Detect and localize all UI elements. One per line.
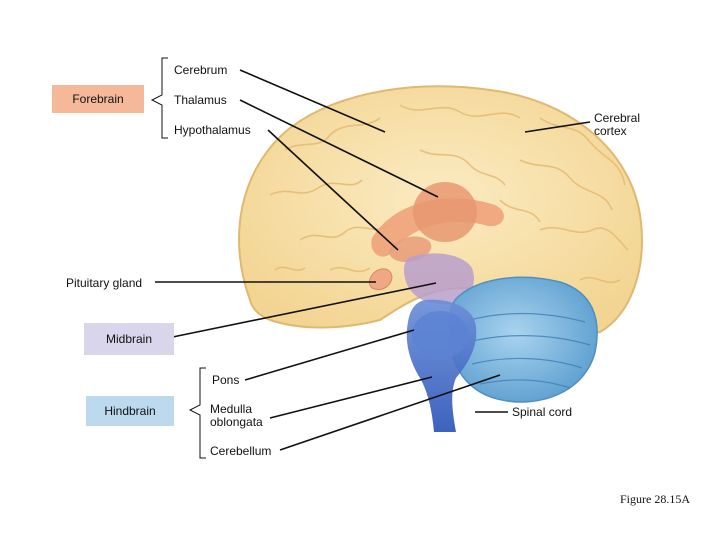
hypothalamus-label: Hypothalamus xyxy=(174,123,251,137)
hindbrain-label: Hindbrain xyxy=(104,404,156,418)
pons-label: Pons xyxy=(212,373,240,387)
forebrain-bracket xyxy=(150,57,168,139)
cerebral-cortex-line2: cortex xyxy=(594,124,627,138)
cerebral-cortex-label: Cerebral cortex xyxy=(594,112,640,138)
cerebrum-label: Cerebrum xyxy=(174,63,228,77)
leader-lines xyxy=(155,69,591,451)
medulla-line2: oblongata xyxy=(210,415,263,429)
leader-pons xyxy=(244,329,415,381)
cerebellum-folia xyxy=(467,312,591,389)
medulla-line1: Medulla xyxy=(210,402,253,416)
leader-cerebrum xyxy=(239,69,386,133)
figure-caption: Figure 28.15A xyxy=(620,492,690,506)
hindbrain-bracket xyxy=(188,367,206,459)
forebrain-label: Forebrain xyxy=(72,92,124,106)
midbrain-shape xyxy=(403,253,474,305)
midbrain-box: Midbrain xyxy=(84,323,174,355)
hindbrain-box: Hindbrain xyxy=(86,396,174,426)
leader-thalamus xyxy=(239,99,439,198)
leader-hypothalamus xyxy=(267,129,399,251)
midbrain-label: Midbrain xyxy=(105,332,153,346)
leader-midbrain xyxy=(157,282,437,341)
leader-cerebral-cortex xyxy=(524,121,591,133)
pituitary-gland-label: Pituitary gland xyxy=(66,276,143,290)
leader-medulla xyxy=(269,376,433,419)
gyri-texture xyxy=(269,104,629,284)
leader-cerebellum xyxy=(279,374,501,451)
medulla-oblongata-label: Medulla oblongata xyxy=(210,403,263,429)
cerebral-cortex-line1: Cerebral xyxy=(594,111,641,125)
pons-shape xyxy=(412,311,468,359)
thalamus-shape xyxy=(413,182,477,242)
cerebellum-label: Cerebellum xyxy=(210,444,272,458)
thalamus-label: Thalamus xyxy=(174,93,227,107)
forebrain-box: Forebrain xyxy=(52,85,144,113)
spinal-cord-label: Spinal cord xyxy=(512,405,573,419)
